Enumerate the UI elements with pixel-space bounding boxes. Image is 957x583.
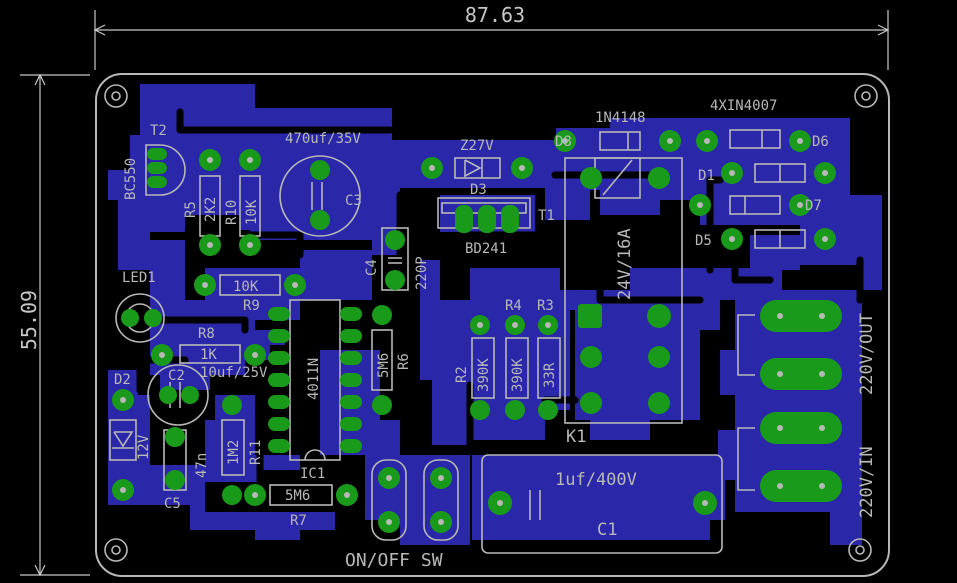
label-r11-value: 1M2 [226, 440, 242, 465]
silkscreen [104, 84, 878, 562]
label-ic1: IC1 [300, 466, 325, 482]
label-r9-value: 10K [233, 279, 259, 295]
label-c5-value: 47n [194, 453, 210, 478]
label-ic1-value: 4011N [306, 358, 322, 400]
label-r11: R11 [248, 440, 264, 465]
isolation-traces [116, 108, 864, 504]
pads [112, 130, 842, 533]
label-switch: ON/OFF SW [345, 550, 443, 571]
label-r4: R4 [505, 298, 522, 314]
label-r9: R9 [243, 298, 260, 314]
label-c1: C1 [597, 520, 617, 540]
label-d1: D1 [698, 168, 715, 184]
label-d6-value: 4XIN4007 [710, 98, 777, 114]
label-in: 220V/IN [857, 446, 877, 518]
label-bc550: BC550 [123, 158, 139, 200]
height-dimension: 55.09 [17, 290, 41, 350]
label-r7-value: 5M6 [285, 488, 310, 504]
label-r3-value: 33R [542, 362, 558, 388]
label-d8-value: 1N4148 [595, 110, 646, 126]
label-r6: R6 [396, 353, 412, 370]
label-c4-value: 220P [414, 256, 430, 290]
label-t2: T2 [150, 123, 167, 139]
label-r3: R3 [537, 298, 554, 314]
label-r2: R2 [454, 366, 470, 383]
label-c4: C4 [364, 259, 380, 276]
label-d3: D3 [470, 182, 487, 198]
label-r8: R8 [198, 326, 215, 342]
label-d5: D5 [695, 233, 712, 249]
label-r2-value: 390K [476, 358, 492, 392]
label-z27v: Z27V [460, 138, 494, 154]
label-r10: R10 [224, 200, 240, 225]
label-led1: LED1 [122, 270, 156, 286]
label-k1: K1 [566, 427, 586, 447]
label-c2-value: 10uf/25V [200, 365, 268, 381]
label-c5: C5 [164, 496, 181, 512]
label-r5-value: 2K2 [203, 197, 219, 222]
label-c3-value: 470uf/35V [285, 131, 361, 147]
pad-holes [120, 138, 828, 525]
label-r5: R5 [183, 201, 199, 218]
labels: T2 BC550 470uf/35V C3 Z27V D3 D8 1N4148 … [114, 98, 877, 571]
label-c2: C2 [168, 368, 185, 384]
label-bd241: BD241 [465, 241, 507, 257]
label-d2-value: 12V [136, 434, 152, 460]
board-outline [95, 73, 890, 577]
label-d8: D8 [555, 134, 572, 150]
dimension-lines [20, 10, 890, 577]
label-r10-value: 10K [244, 199, 260, 225]
label-k1-value: 24V/16A [615, 228, 635, 300]
label-r7: R7 [290, 513, 307, 529]
label-d6: D6 [812, 134, 829, 150]
width-dimension: 87.63 [465, 3, 525, 27]
label-out: 220V/OUT [857, 313, 877, 395]
label-c1-value: 1uf/400V [555, 470, 637, 490]
label-d2: D2 [114, 372, 131, 388]
label-d7: D7 [805, 198, 822, 214]
label-t1: T1 [538, 208, 555, 224]
label-c3: C3 [345, 193, 362, 209]
label-r8-value: 1K [200, 347, 217, 363]
label-r4-value: 390K [510, 358, 526, 392]
label-r6-value: 5M6 [376, 353, 392, 378]
